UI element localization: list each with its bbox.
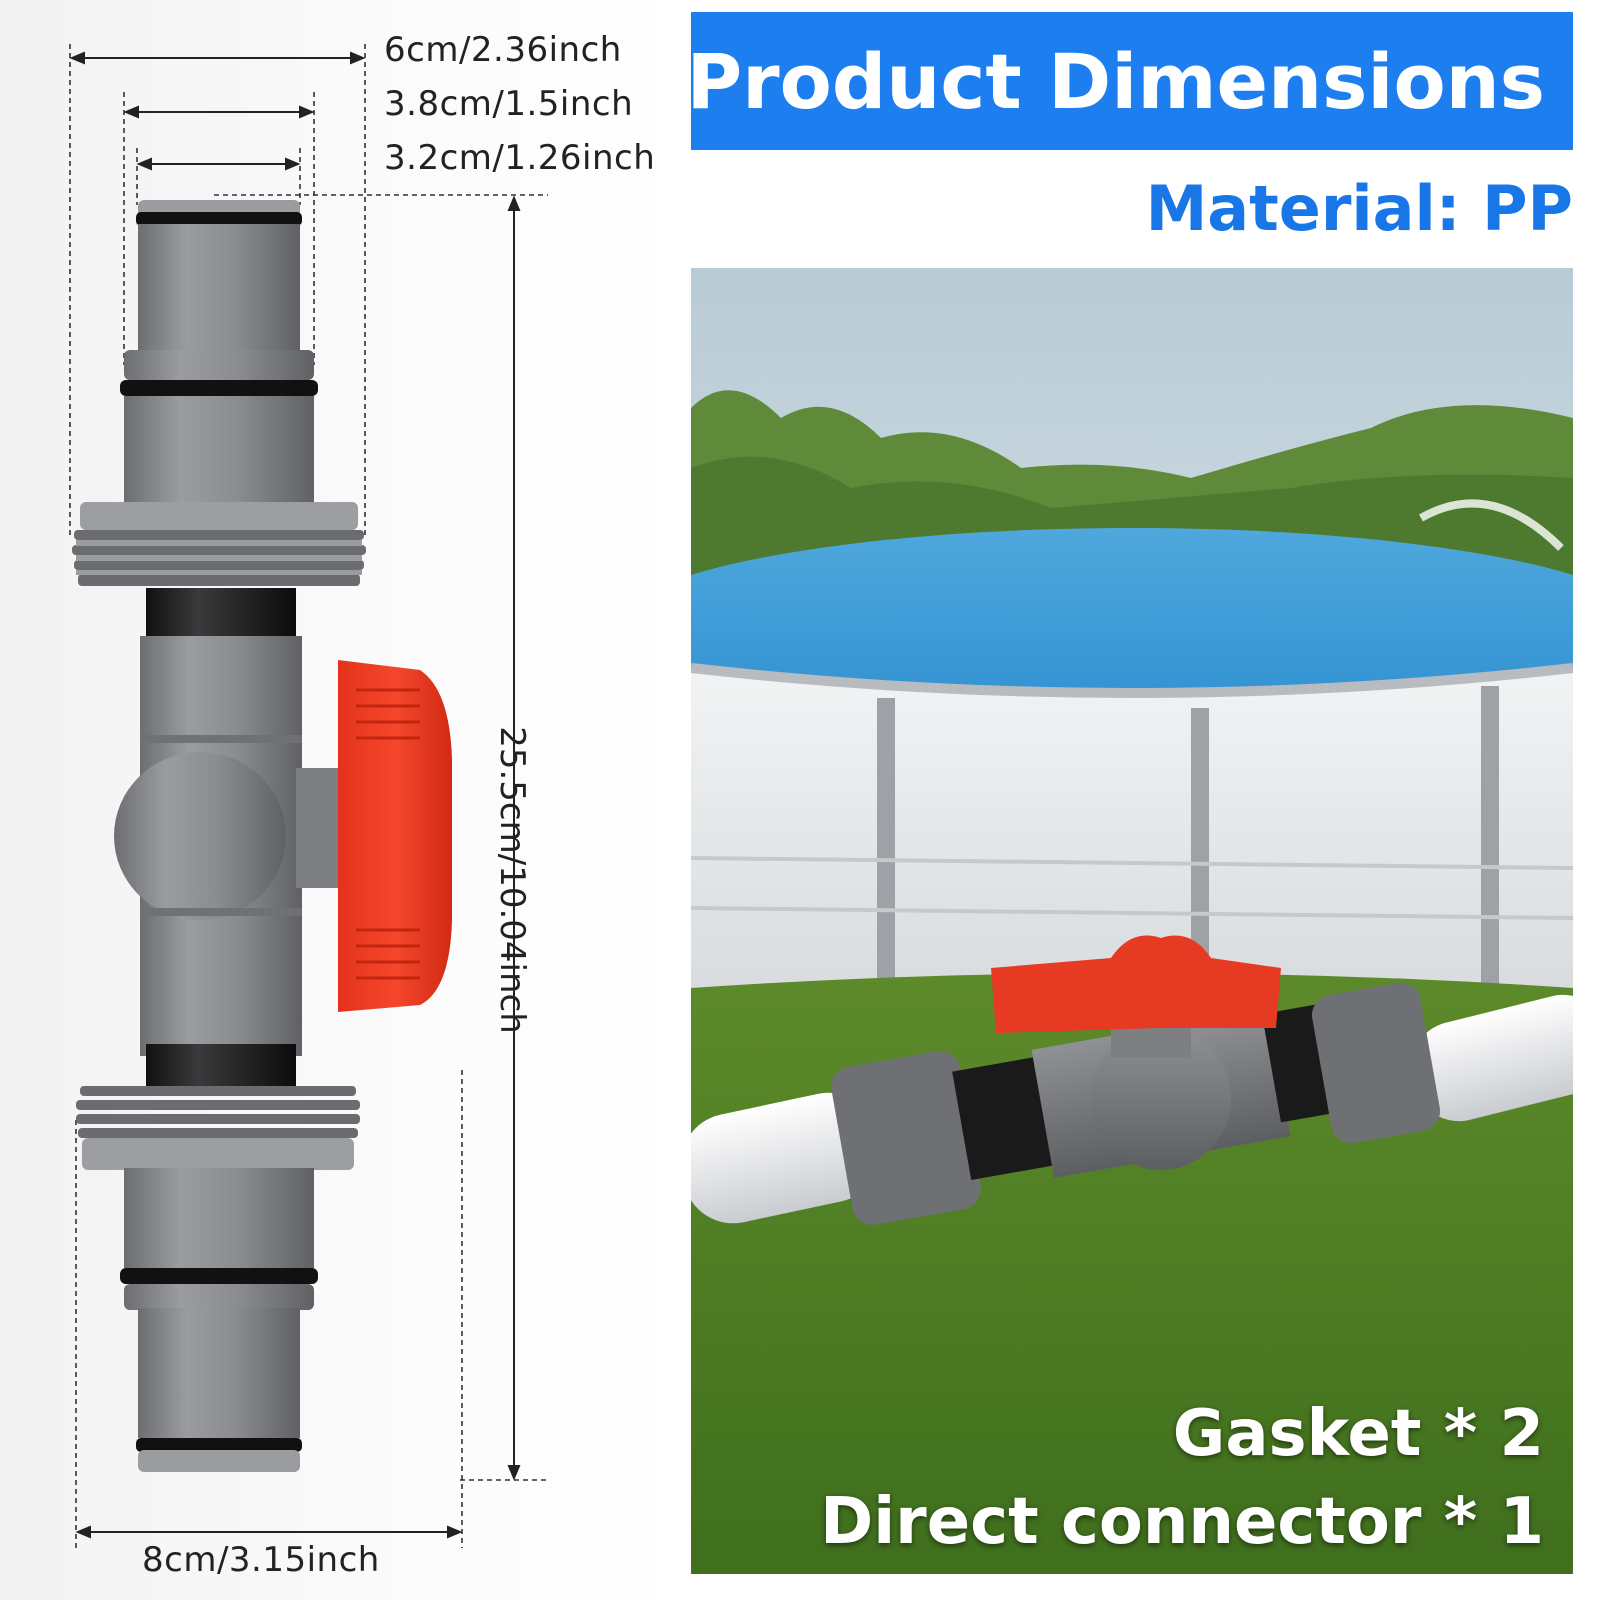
inner-diameter-label: 3.2cm/1.26inch xyxy=(384,138,656,178)
photo-valve xyxy=(691,935,1573,1225)
package-contents: Gasket * 2 Direct connector * 1 xyxy=(820,1390,1544,1566)
bottom-connector xyxy=(76,1086,360,1472)
title-banner: Product Dimensions xyxy=(686,12,1573,150)
length-label: 25.5cm/10.04inch xyxy=(492,726,532,1034)
pool-scene-photo xyxy=(691,268,1573,1574)
valve-body xyxy=(114,636,356,1056)
middle-diameter-label: 3.8cm/1.5inch xyxy=(384,84,634,124)
page-title: Product Dimensions xyxy=(686,36,1545,126)
black-sleeve-bottom xyxy=(146,1044,296,1088)
dimension-guides xyxy=(69,44,548,1548)
connector-count: Direct connector * 1 xyxy=(820,1485,1544,1559)
black-sleeve-top xyxy=(146,588,296,636)
dimension-arrows xyxy=(69,51,521,1539)
red-valve-handle xyxy=(338,660,452,1012)
material-label: Material: PP xyxy=(1145,172,1573,245)
outer-diameter-label: 6cm/2.36inch xyxy=(384,30,622,70)
product-illustration xyxy=(69,44,548,1548)
gasket-count: Gasket * 2 xyxy=(1172,1397,1544,1471)
top-connector xyxy=(72,200,366,586)
base-width-label: 8cm/3.15inch xyxy=(142,1540,380,1580)
